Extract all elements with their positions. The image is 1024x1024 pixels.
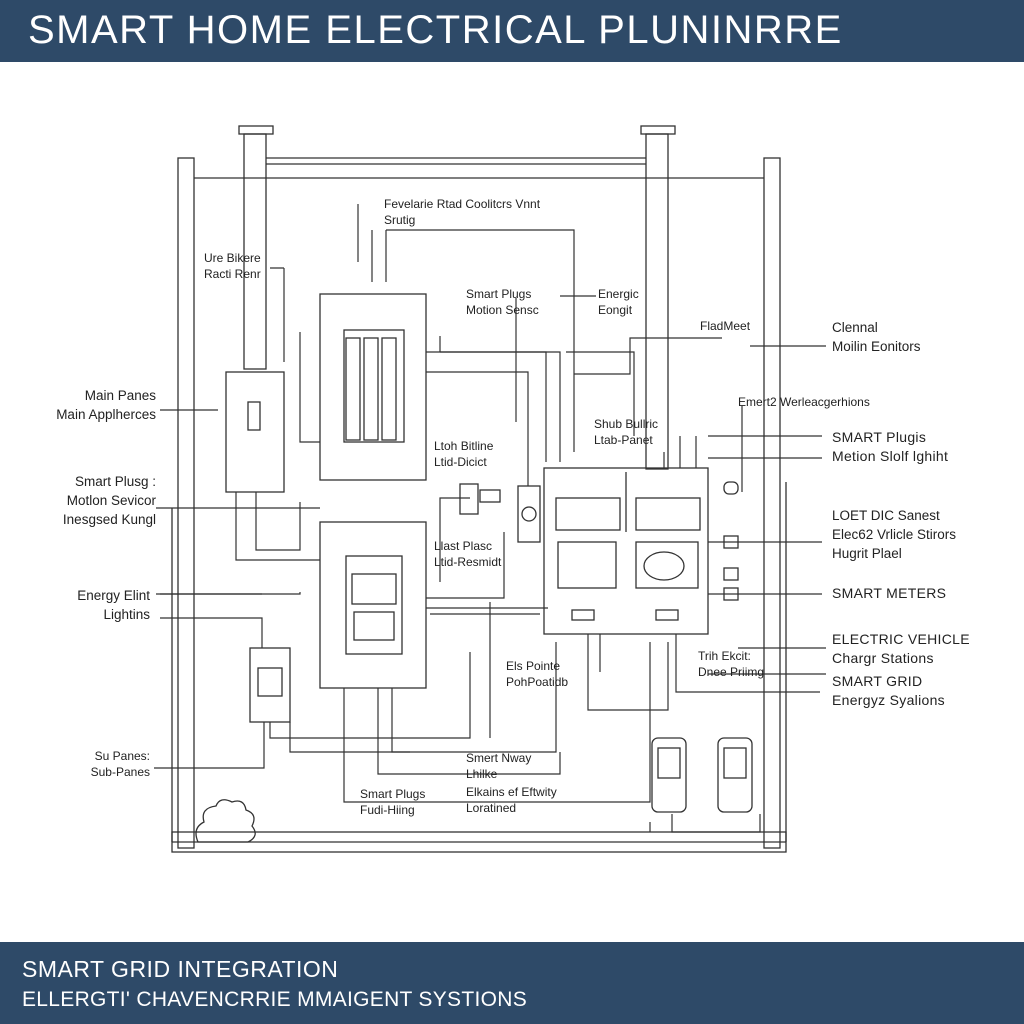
label-energy-lightins: Energy Elint Lightins (30, 586, 150, 624)
label-left-mid1: Ltoh Bitline Ltid-Dicict (434, 438, 493, 470)
label-line: Ltoh Bitline (434, 439, 494, 453)
label-sub-panel-mid: Shub Bullric Ltab-Panet (594, 416, 658, 448)
label-line: Smart Plugs (466, 287, 532, 301)
label-upper-left: Ure Bikere Racti Renr (204, 250, 261, 282)
smart-plug-icon (459, 481, 739, 601)
shrub-icon (195, 799, 256, 843)
label-line: Smert Nway (466, 751, 532, 765)
ev-charger-icon (651, 737, 753, 813)
label-line: Chargr Stations (832, 650, 934, 666)
label-line: Smart Plusg : (74, 474, 156, 489)
label-line: Emert2 Werleacgerhions (738, 395, 870, 409)
label-line: Fudi-Hiing (360, 803, 415, 817)
label-line: Clennal (832, 320, 878, 335)
label-left-mid2: Llast Plasc Ltid-Resmidt (434, 538, 501, 570)
label-smart-plugs-left: Smart Plusg : Motlon Sevicor Inesgsed Ku… (30, 472, 156, 529)
label-line: Lightins (103, 607, 150, 622)
house-frame (171, 125, 787, 853)
label-line: FladMeet (700, 319, 751, 333)
label-line: SMART METERS (832, 585, 947, 601)
label-main-panes: Main Panes Main Applherces (30, 386, 156, 424)
label-line: Loratined (466, 801, 517, 815)
label-line: Main Panes (84, 388, 156, 403)
label-line: Sub-Panes (90, 765, 150, 779)
label-line: Llast Plasc (434, 539, 493, 553)
label-line: Motlon Sevicor (66, 493, 156, 508)
label-line: Shub Bullric (594, 417, 659, 431)
label-energic: Energic Eongit (598, 286, 639, 318)
label-trih-ekcit: Trih Ekcit: Dnee Priimg (698, 648, 764, 680)
label-line: Trih Ekcit: (698, 649, 751, 663)
label-line: Ltid-Dicict (434, 455, 487, 469)
footer-line-2: ELLERGTI' CHAVENCRRIE MMAIGENT SYSTIONS (22, 988, 528, 1011)
label-line: Hugrit Plael (832, 546, 902, 561)
wiring-diagram: Fevelarie Rtad Coolitcrs Vnnt Srutig Ure… (0, 62, 1024, 942)
label-line: Eongit (598, 303, 633, 317)
label-line: Inesgsed Kungl (62, 512, 156, 527)
label-line: Srutig (384, 213, 416, 227)
label-flad-meet: FladMeet (700, 318, 750, 334)
footer-bar: SMART GRID INTEGRATION ELLERGTI' CHAVENC… (0, 942, 1024, 1024)
label-eis-pointe: Els Pointe PohPoatidb (506, 658, 568, 690)
label-elkains: Elkains ef Eftwity Loratined (466, 784, 557, 816)
label-line: Energy Elint (77, 588, 150, 603)
label-line: Motion Sensc (466, 303, 539, 317)
label-line: Main Applherces (56, 407, 156, 422)
wiring-drawing (154, 125, 826, 853)
label-channel-motion: Clennal Moilin Eonitors (832, 318, 921, 356)
main-panel-box (225, 371, 285, 493)
label-line: Energic (598, 287, 639, 301)
label-line: Racti Renr (204, 267, 261, 281)
label-smart-plugs-right: SMART Plugis Metion Slolf lghiht (832, 428, 948, 466)
sub-panel-box (319, 521, 427, 689)
breaker-panel-icon (319, 293, 427, 481)
label-line: ELECTRIC VEHICLE (832, 631, 970, 647)
label-line: Fevelarie Rtad Coolitcrs Vnnt (384, 197, 541, 211)
footer-line-1: SMART GRID INTEGRATION (22, 956, 339, 982)
label-sub-panes: Su Panes: Sub-Panes (40, 748, 150, 780)
label-top-center: Fevelarie Rtad Coolitcrs Vnnt Srutig (384, 196, 540, 228)
label-line: Elkains ef Eftwity (466, 785, 557, 799)
label-ev-charging: ELECTRIC VEHICLE Chargr Stations (832, 630, 970, 668)
label-line: Ltab-Panet (594, 433, 653, 447)
label-line: Dnee Priimg (698, 665, 765, 679)
label-line: LOET DIC Sanest (832, 508, 940, 523)
diagram-title: SMART HOME ELECTRICAL PLUNINRRE (28, 8, 843, 52)
label-line: Ure Bikere (204, 251, 261, 265)
label-line: Lhilke (466, 767, 498, 781)
label-loet: LOET DIC Sanest Elec62 Vrlicle Stirors H… (832, 506, 956, 563)
label-line: Ltid-Resmidt (434, 555, 502, 569)
wiring-lines (154, 204, 826, 833)
label-smart-meters: SMART METERS (832, 584, 946, 603)
label-smart-grid: SMART GRID Energyz Syalions (832, 672, 945, 710)
label-smart-plugs-top: Smart Plugs Motion Sensc (466, 286, 539, 318)
label-line: Els Pointe (506, 659, 561, 673)
label-emert: Emert2 Werleacgerhions (738, 394, 870, 410)
label-line: PohPoatidb (506, 675, 569, 689)
label-line: SMART GRID (832, 673, 923, 689)
label-line: Metion Slolf lghiht (832, 448, 949, 464)
label-line: Smart Plugs (360, 787, 426, 801)
label-smert-nway: Smert Nway Lhilke (466, 750, 531, 782)
label-line: SMART Plugis (832, 429, 927, 445)
label-line: Moilin Eonitors (832, 339, 921, 354)
label-line: Su Panes: (94, 749, 150, 763)
smart-meter-icon (543, 467, 709, 635)
label-line: Energyz Syalions (832, 692, 945, 708)
title-bar: SMART HOME ELECTRICAL PLUNINRRE (0, 0, 1024, 62)
label-smart-plugs-bottom: Smart Plugs Fudi-Hiing (360, 786, 425, 818)
label-line: Elec62 Vrlicle Stirors (832, 527, 957, 542)
sub-panel-small (249, 647, 291, 723)
